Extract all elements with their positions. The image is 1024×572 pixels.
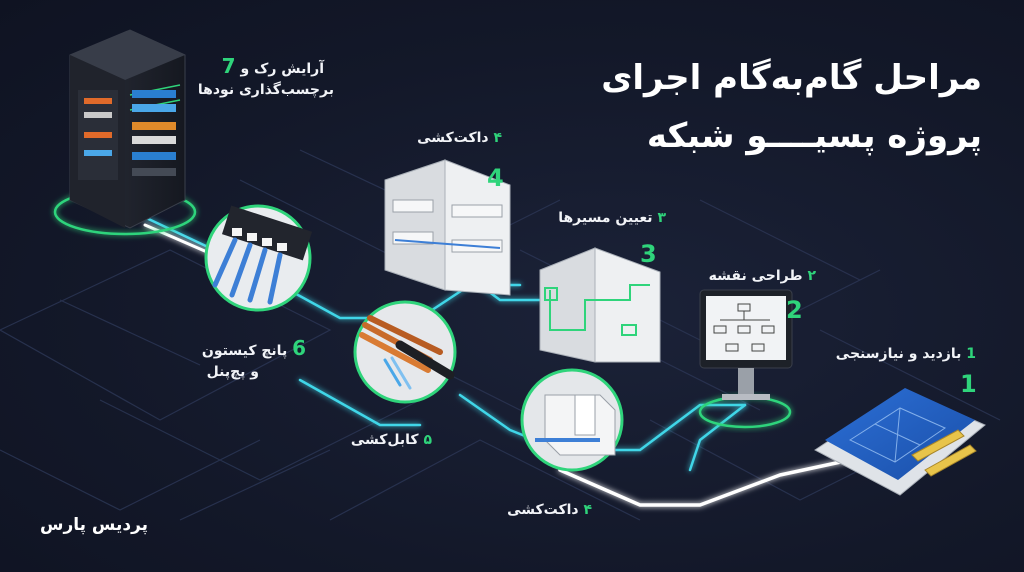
- route-wall: [539, 247, 661, 363]
- blueprint: [814, 388, 986, 496]
- step-5-text: کابل‌کشی: [350, 432, 419, 448]
- step-5-num-inline: ۵: [423, 432, 432, 448]
- step-4-lower-num-inline: ۴: [583, 502, 592, 518]
- title-line-2: پروژه پسیــــو شبکه: [646, 116, 982, 156]
- step-3-label: ۳ تعیین مسیرها: [558, 208, 666, 228]
- step-4-upper-text: داکت‌کشی: [417, 130, 489, 146]
- step-3-num-inline: ۳: [657, 210, 666, 226]
- server-rack: [53, 29, 197, 236]
- step-6-number: 6: [292, 336, 306, 360]
- step-4-upper-label: ۴ داکت‌کشی: [417, 128, 502, 148]
- patch-panel-closeup: [204, 204, 313, 312]
- step-1-label: 1 بازدید و نیازسنجی: [836, 344, 976, 364]
- step-3-text: تعیین مسیرها: [558, 210, 653, 226]
- step-4-big-number: 4: [487, 164, 504, 192]
- brand-logo-text: پردیس پارس: [40, 515, 149, 535]
- duct-wall-upper: [384, 159, 511, 296]
- title-line-1: مراحل گام‌به‌گام اجرای: [601, 58, 982, 98]
- step-2-num-inline: ۲: [807, 268, 816, 284]
- step-1-text: بازدید و نیازسنجی: [835, 346, 962, 362]
- step-6-label-line-1: 6 پانچ کیستون: [202, 338, 306, 361]
- step-4-lower-text: داکت‌کشی: [507, 502, 579, 518]
- step-6-label-text: پانچ کیستون: [201, 343, 288, 359]
- step-2-big-number: 2: [786, 296, 803, 324]
- step-6-label-line-2: و پچ‌پنل: [206, 364, 259, 380]
- step-2-text: طراحی نقشه: [708, 268, 803, 284]
- monitor: [698, 289, 793, 429]
- step-1-big-number: 1: [960, 370, 977, 398]
- step-3-big-number: 3: [640, 240, 657, 268]
- duct-corner-closeup: [520, 368, 624, 472]
- step-5-label: ۵ کابل‌کشی: [351, 430, 432, 450]
- step-4-upper-num-inline: ۴: [493, 130, 502, 146]
- step-7-label-text: آرایش رک و: [240, 61, 324, 77]
- step-4-lower-label: ۴ داکت‌کشی: [507, 500, 592, 520]
- step-7-number: 7: [221, 54, 236, 78]
- step-7-label-line-2: برچسب‌گذاری نودها: [197, 82, 334, 98]
- step-7-label-line-1: آرایش رک و 7: [222, 56, 324, 79]
- step-2-label: ۲ طراحی نقشه: [709, 266, 816, 286]
- step-1-num-inline: 1: [966, 346, 976, 362]
- cable-bundle-closeup: [353, 300, 457, 404]
